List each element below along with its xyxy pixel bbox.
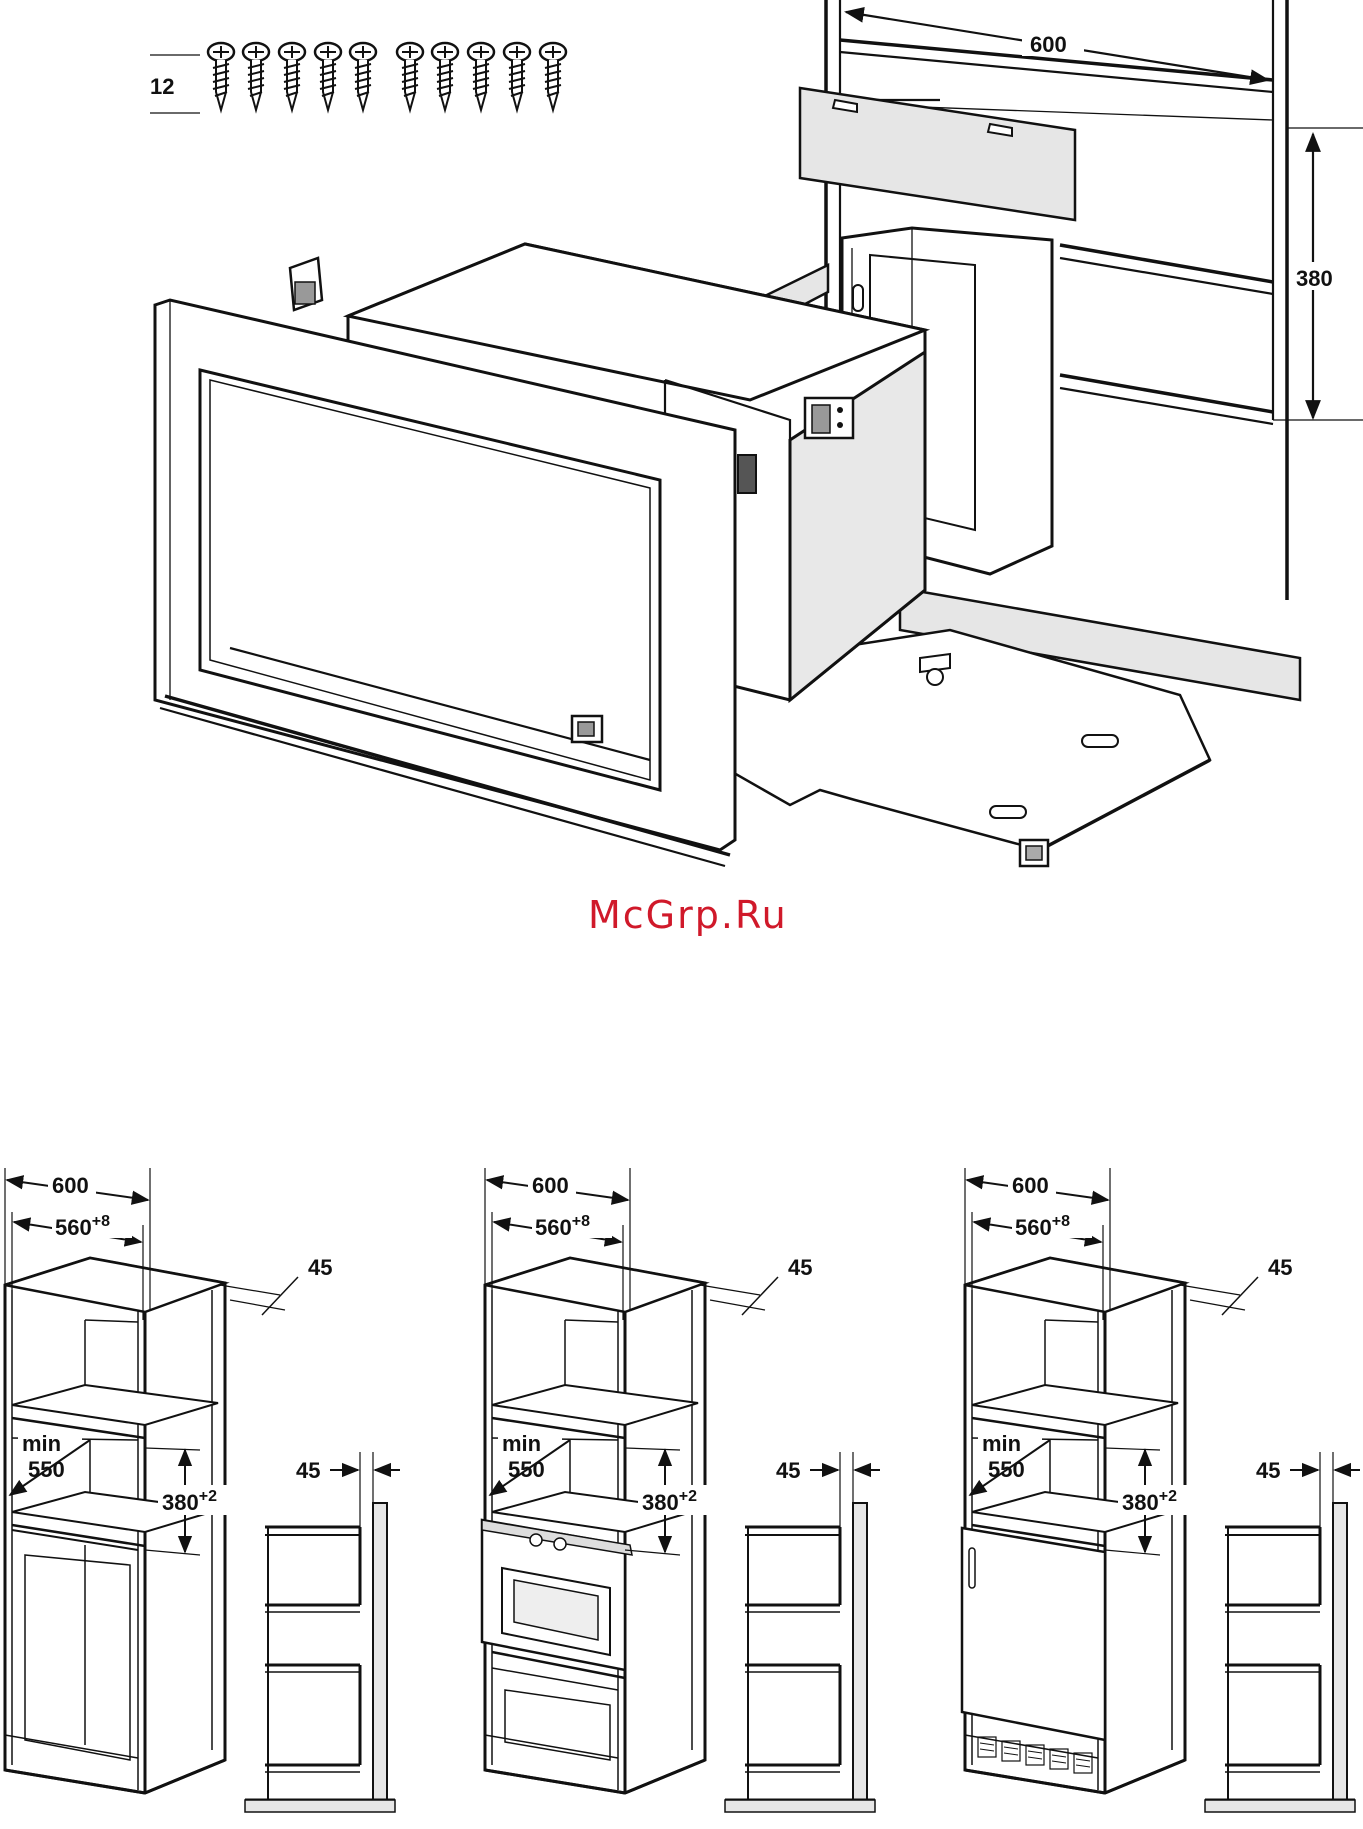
screw-icon [243, 43, 269, 110]
screw-icon [208, 43, 234, 110]
niche-height-label-tolerance: +2 [199, 1488, 217, 1505]
inner-width-label-tolerance: +8 [572, 1213, 590, 1230]
top-offset-label: 45 [1268, 1255, 1292, 1280]
niche-height-label-base: 380 [162, 1490, 199, 1515]
side-offset-label: 45 [1256, 1458, 1280, 1483]
bottom-figures: 600560+845min550380+245600560+845min5503… [5, 1168, 1360, 1812]
side-offset-label: 45 [296, 1458, 320, 1483]
outer-width-label: 600 [532, 1173, 569, 1198]
inner-width-label-tolerance: +8 [1052, 1213, 1070, 1230]
side-section: 45 [245, 1452, 400, 1812]
side-offset-label: 45 [776, 1458, 800, 1483]
screw-icon [540, 43, 566, 110]
min-word-label: min [982, 1431, 1021, 1456]
outer-width-label: 600 [52, 1173, 89, 1198]
screw-set: 12 [150, 43, 566, 113]
min-word-label: min [22, 1431, 61, 1456]
top-fixing-strip [800, 88, 1075, 220]
watermark-text: McGrp.Ru [588, 893, 788, 937]
screw-icon [432, 43, 458, 110]
top-offset-label: 45 [308, 1255, 332, 1280]
top-offset-label: 45 [788, 1255, 812, 1280]
screw-icon [504, 43, 530, 110]
outer-width-label: 600 [1012, 1173, 1049, 1198]
niche-height-label-tolerance: +2 [1159, 1488, 1177, 1505]
height-dimension-label: 380 [1296, 266, 1333, 291]
inner-width-label-base: 560 [55, 1215, 92, 1240]
screw-icon [315, 43, 341, 110]
niche-height-label-base: 380 [642, 1490, 679, 1515]
inner-width-label-base: 560 [535, 1215, 572, 1240]
screw-count-label: 12 [150, 74, 174, 99]
top-assembly-figure: 12 [150, 0, 1363, 866]
width-dimension-label: 600 [1030, 32, 1067, 57]
min-word-label: min [502, 1431, 541, 1456]
inner-width-label-tolerance: +8 [92, 1213, 110, 1230]
left-bracket [290, 258, 322, 310]
screw-icon [468, 43, 494, 110]
inner-width-label-base: 560 [1015, 1215, 1052, 1240]
screw-icon [350, 43, 376, 110]
niche-height-label-base: 380 [1122, 1490, 1159, 1515]
screw-icon [279, 43, 305, 110]
screw-icon [397, 43, 423, 110]
niche-height-label-tolerance: +2 [679, 1488, 697, 1505]
side-section: 45 [725, 1452, 880, 1812]
side-section: 45 [1205, 1452, 1360, 1812]
